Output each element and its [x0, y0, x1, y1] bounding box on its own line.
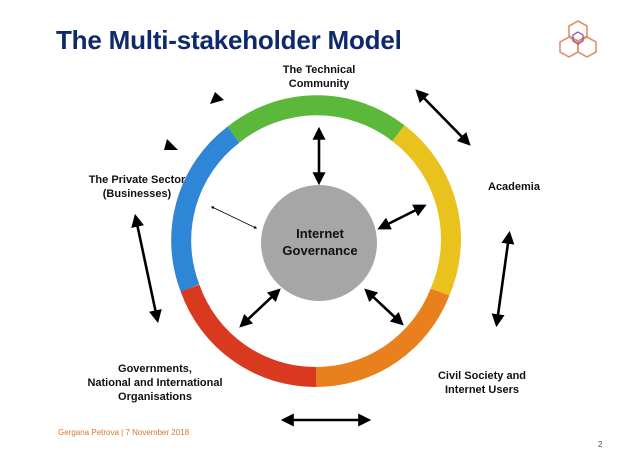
label-private-sector: The Private Sector (Businesses)	[72, 173, 202, 201]
ring-segment-academia	[392, 125, 461, 296]
arrowhead-left	[164, 139, 178, 150]
center-label-internet-governance: Internet Governance	[262, 225, 378, 259]
ring-segment-private	[171, 126, 240, 292]
arrow-academia-civil	[491, 230, 515, 328]
label-line: The Technical	[282, 64, 356, 76]
page-number: 2	[598, 440, 603, 449]
arrow-civil-center	[364, 288, 404, 326]
ripe-ncc-cube-logo-icon	[559, 20, 597, 58]
label-academia: Academia	[478, 180, 550, 194]
ring-segment-civil	[315, 288, 450, 387]
label-line: Governments,	[118, 363, 192, 375]
arrow-academia-center	[377, 204, 427, 230]
slide-footer: Gergana Petrova | 7 November 2018	[58, 428, 190, 437]
label-line: Academia	[488, 181, 540, 193]
label-civil-society: Civil Society and Internet Users	[422, 369, 542, 397]
arrow-governments-center	[239, 288, 281, 328]
label-technical-community: The Technical Community	[262, 63, 376, 91]
center-line: Internet	[296, 226, 344, 241]
arrow-private-center	[210, 206, 258, 229]
label-line: Organisations	[118, 391, 192, 403]
label-line: National and International	[87, 377, 223, 389]
ring-segment-technical	[227, 95, 405, 143]
label-governments: Governments, National and International …	[73, 362, 237, 404]
label-line: Civil Society and	[437, 370, 527, 382]
center-line: Governance	[282, 243, 358, 258]
arrow-technical-academia	[415, 89, 471, 146]
label-line: (Businesses)	[102, 188, 172, 200]
label-line: Community	[288, 78, 350, 90]
slide-title: The Multi-stakeholder Model	[56, 25, 402, 55]
label-line: Internet Users	[445, 384, 519, 396]
arrow-governments-private	[131, 213, 162, 324]
internet-governance-circle	[261, 185, 377, 301]
label-line: The Private Sector	[88, 174, 186, 186]
arrowhead-upper-left	[210, 92, 224, 104]
ring-segment-governments	[180, 284, 317, 388]
